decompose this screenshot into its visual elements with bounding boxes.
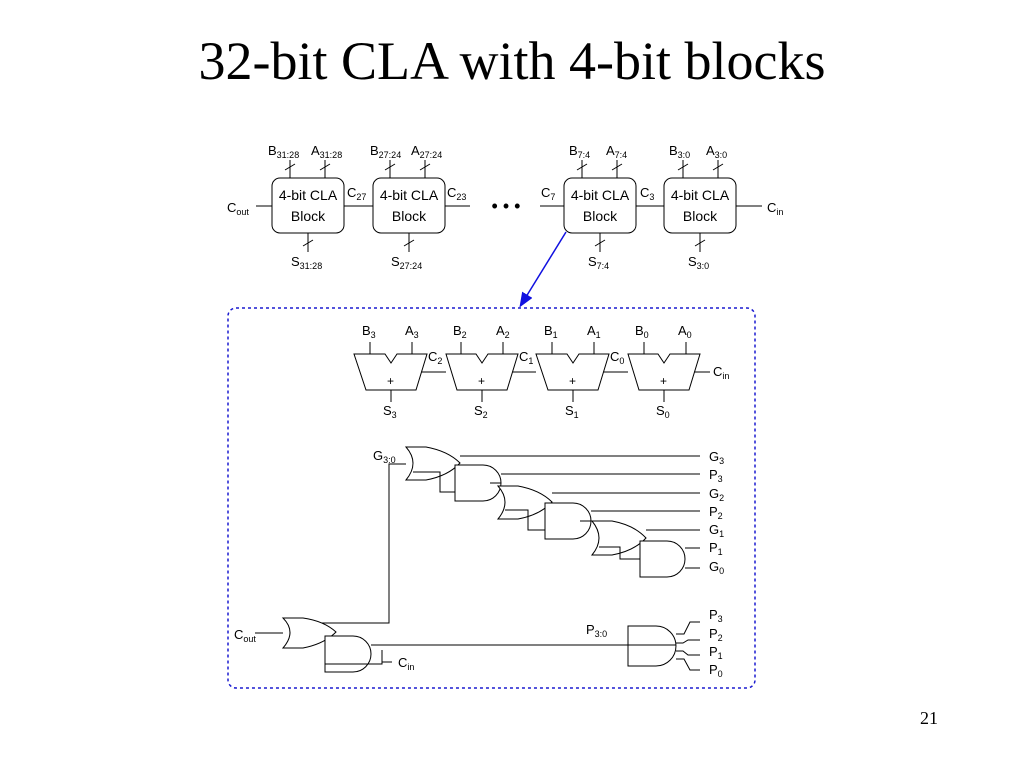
label-s3: S3 <box>383 403 397 420</box>
label-c0: C0 <box>610 349 624 366</box>
label-b3: B3 <box>362 323 376 340</box>
label-cin-detail: Cin <box>398 655 414 672</box>
label-g30: G3:0 <box>373 448 396 465</box>
and-gate <box>639 540 686 578</box>
slide-title: 32-bit CLA with 4-bit blocks <box>198 31 826 91</box>
block-label-line2: Block <box>683 208 718 224</box>
label-p2-in: P2 <box>709 626 723 643</box>
and-gate-p <box>627 625 677 667</box>
label-cin: Cin <box>767 200 783 217</box>
label-p1-in: P1 <box>709 644 723 661</box>
adder-labels: B3 A3 B2 A2 B1 A1 B0 A0 + + + + S3 S2 S1… <box>362 323 729 420</box>
label-b2: B2 <box>453 323 467 340</box>
adder-plus: + <box>478 374 485 388</box>
label-cout: Cout <box>227 200 249 217</box>
label-a1: A1 <box>587 323 601 340</box>
logic-labels: G3:0 G3 P3 G2 P2 G1 P1 G0 P3:0 P3 P2 P1 … <box>234 448 724 679</box>
label-cin-adder: Cin <box>713 364 729 381</box>
label-p1: P1 <box>709 540 723 557</box>
or-gate <box>496 485 553 520</box>
and-gate <box>544 502 592 540</box>
label-c1: C1 <box>519 349 533 366</box>
generate-wires <box>310 455 700 624</box>
adder-plus: + <box>387 374 394 388</box>
label-b-3-0: B3:0 <box>669 143 690 160</box>
label-s-3-0: S3:0 <box>688 254 709 271</box>
block-label-line2: Block <box>583 208 618 224</box>
label-a-7-4: A7:4 <box>606 143 627 160</box>
and-gate-cout <box>324 635 372 673</box>
label-a3: A3 <box>405 323 419 340</box>
block-label-line2: Block <box>291 208 326 224</box>
zoom-arrow <box>519 231 567 308</box>
full-adder-0 <box>627 353 701 391</box>
label-b1: B1 <box>544 323 558 340</box>
label-a-31-28: A31:28 <box>311 143 342 160</box>
ellipsis: • • • <box>492 196 521 216</box>
propagate-logic <box>281 617 677 673</box>
label-p3: P3 <box>709 467 723 484</box>
block-label-line1: 4-bit CLA <box>571 187 630 203</box>
label-s-27-24: S27:24 <box>391 254 422 271</box>
top-carry-labels: Cout C27 C23 C7 C3 Cin <box>227 185 783 217</box>
label-s-31-28: S31:28 <box>291 254 322 271</box>
block-label-line1: 4-bit CLA <box>279 187 338 203</box>
or-gate-cout <box>281 617 337 649</box>
top-sum-labels: S31:28 S27:24 S7:4 S3:0 <box>291 254 709 271</box>
label-c2: C2 <box>428 349 442 366</box>
label-c3: C3 <box>640 185 654 202</box>
adder-plus: + <box>569 374 576 388</box>
label-cout-detail: Cout <box>234 627 256 644</box>
label-g0: G0 <box>709 559 724 576</box>
label-c27: C27 <box>347 185 366 202</box>
or-gate <box>590 520 647 556</box>
label-b-31-28: B31:28 <box>268 143 299 160</box>
label-p3-in: P3 <box>709 607 723 624</box>
top-chain <box>256 160 762 252</box>
label-a-27-24: A27:24 <box>411 143 442 160</box>
label-s0: S0 <box>656 403 670 420</box>
label-s-7-4: S7:4 <box>588 254 609 271</box>
block-label-line2: Block <box>392 208 427 224</box>
label-g1: G1 <box>709 522 724 539</box>
generate-logic <box>404 446 686 578</box>
label-g3: G3 <box>709 449 724 466</box>
label-b-7-4: B7:4 <box>569 143 590 160</box>
label-p0-in: P0 <box>709 662 723 679</box>
adder-row <box>353 342 710 402</box>
page-number: 21 <box>920 708 938 728</box>
label-s1: S1 <box>565 403 579 420</box>
label-c7: C7 <box>541 185 555 202</box>
label-p30: P3:0 <box>586 622 607 639</box>
label-a0: A0 <box>678 323 692 340</box>
top-input-buses <box>284 160 724 178</box>
and-gate <box>454 464 502 502</box>
adder-plus: + <box>660 374 667 388</box>
label-c23: C23 <box>447 185 466 202</box>
block-label-line1: 4-bit CLA <box>380 187 439 203</box>
label-b0: B0 <box>635 323 649 340</box>
top-input-labels: B31:28 A31:28 B27:24 A27:24 B7:4 A7:4 B3… <box>268 143 727 160</box>
label-a-3-0: A3:0 <box>706 143 727 160</box>
propagate-wires <box>255 621 700 671</box>
label-a2: A2 <box>496 323 510 340</box>
block-label-line1: 4-bit CLA <box>671 187 730 203</box>
top-block-labels: 4-bit CLA Block 4-bit CLA Block 4-bit CL… <box>279 187 730 224</box>
or-gate <box>404 446 461 481</box>
label-s2: S2 <box>474 403 488 420</box>
top-sum-buses <box>302 233 706 252</box>
label-b-27-24: B27:24 <box>370 143 401 160</box>
label-g2: G2 <box>709 486 724 503</box>
label-p2: P2 <box>709 504 723 521</box>
